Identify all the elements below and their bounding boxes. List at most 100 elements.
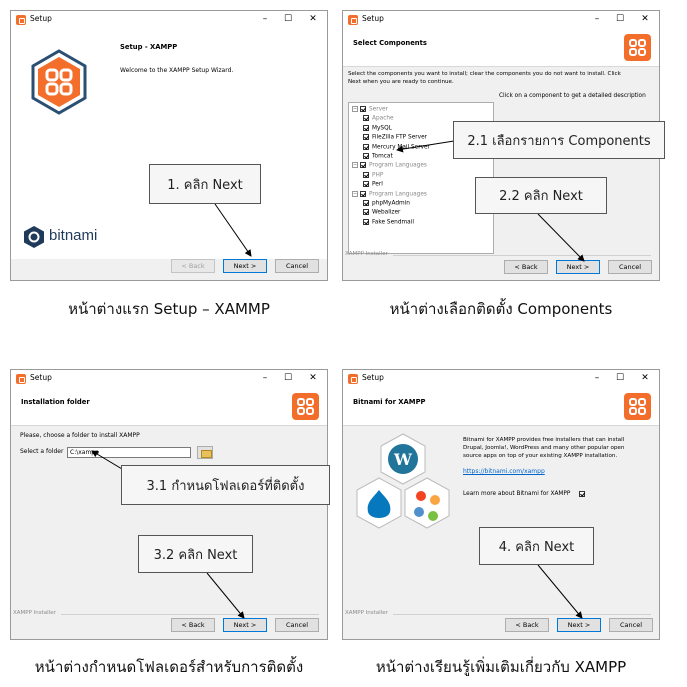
tree-expander-icon[interactable]: − xyxy=(352,162,358,169)
window-title: Setup xyxy=(362,373,384,382)
tree-item[interactable]: Webalizer xyxy=(363,209,400,216)
xampp-icon xyxy=(16,15,26,25)
back-button[interactable]: < Back xyxy=(504,260,548,274)
maximize-button[interactable]: ☐ xyxy=(283,14,293,24)
component-checkbox[interactable] xyxy=(363,171,369,178)
tree-item[interactable]: − Server xyxy=(352,106,388,113)
page-title: Installation folder xyxy=(21,398,90,406)
maximize-button[interactable]: ☐ xyxy=(615,373,625,383)
xampp-badge-icon xyxy=(624,34,651,61)
svg-text:W: W xyxy=(393,450,413,469)
xampp-badge-icon xyxy=(624,393,651,420)
component-checkbox[interactable] xyxy=(363,200,369,206)
folder-instructions: Please, choose a folder to install XAMPP xyxy=(20,432,140,439)
component-label: Server xyxy=(369,106,389,113)
xampp-icon xyxy=(348,374,358,384)
tree-item[interactable]: − Program Languages xyxy=(352,190,427,198)
setup-window-bitnami: Setup – ☐ ✕ Bitnami for XAMPP W xyxy=(342,369,660,640)
tree-item[interactable]: phpMyAdmin xyxy=(363,200,410,207)
tree-item[interactable]: Perl xyxy=(363,181,383,188)
tree-item[interactable]: Tomcat xyxy=(363,153,393,160)
bitnami-logo: bitnami xyxy=(23,225,113,249)
caption-window-2: หน้าต่างเลือกติดตั้ง Components xyxy=(389,300,613,318)
back-button[interactable]: < Back xyxy=(171,618,215,632)
cancel-button[interactable]: Cancel xyxy=(275,259,319,273)
close-button[interactable]: ✕ xyxy=(309,14,317,24)
browse-folder-button[interactable] xyxy=(197,446,213,459)
component-checkbox[interactable] xyxy=(360,190,366,197)
instructions-line-2: Next when you are ready to continue. xyxy=(348,79,454,85)
minimize-button[interactable]: – xyxy=(262,373,268,383)
minimize-button[interactable]: – xyxy=(594,14,600,24)
page-title: Setup - XAMPP xyxy=(120,43,178,51)
minimize-button[interactable]: – xyxy=(594,373,600,383)
app-hexagons-icon: W xyxy=(356,433,450,529)
wizard-header: Installation folder xyxy=(11,388,327,426)
component-label: Webalizer xyxy=(372,209,401,216)
component-checkbox[interactable] xyxy=(363,153,369,159)
close-button[interactable]: ✕ xyxy=(641,14,649,24)
callout-step-2-1: 2.1 เลือกรายการ Components xyxy=(453,121,665,159)
close-button[interactable]: ✕ xyxy=(309,373,317,383)
learn-more-label: Learn more about Bitnami for XAMPP xyxy=(463,491,571,497)
component-label: FileZilla FTP Server xyxy=(372,134,428,141)
component-checkbox[interactable] xyxy=(363,209,369,216)
cancel-button[interactable]: Cancel xyxy=(608,260,652,274)
component-label: Program Languages xyxy=(369,191,427,198)
callout-step-1: 1. คลิก Next xyxy=(149,164,261,204)
tree-item[interactable]: FileZilla FTP Server xyxy=(363,134,427,141)
tree-item[interactable]: PHP xyxy=(363,171,384,179)
component-checkbox[interactable] xyxy=(360,106,366,112)
bitnami-link[interactable]: https://bitnami.com/xampp xyxy=(463,468,545,475)
tree-item[interactable]: Mercury Mail Server xyxy=(363,143,430,151)
component-label: Mercury Mail Server xyxy=(372,144,430,151)
next-button[interactable]: Next > xyxy=(556,260,600,274)
component-label: Tomcat xyxy=(372,153,393,160)
tree-expander-icon[interactable]: − xyxy=(352,190,358,197)
caption-window-1: หน้าต่างแรก Setup – XAMMP xyxy=(68,300,270,318)
maximize-button[interactable]: ☐ xyxy=(283,373,293,383)
wizard-header: Bitnami for XAMPP xyxy=(343,388,659,426)
tree-item[interactable]: Fake Sendmail xyxy=(363,218,414,225)
title-bar: Setup – ☐ ✕ xyxy=(11,11,327,29)
next-button[interactable]: Next > xyxy=(223,618,267,632)
maximize-button[interactable]: ☐ xyxy=(615,14,625,24)
tree-item[interactable]: MySQL xyxy=(363,124,392,131)
back-button[interactable]: < Back xyxy=(505,618,549,632)
callout-step-3-1: 3.1 กำหนดโฟลเดอร์ที่ติดตั้ง xyxy=(121,465,330,505)
component-checkbox[interactable] xyxy=(363,143,369,150)
window-title: Setup xyxy=(30,373,52,382)
close-button[interactable]: ✕ xyxy=(641,373,649,383)
bitnami-description-1: Bitnami for XAMPP provides free installe… xyxy=(463,437,625,443)
folder-path-input[interactable]: C:\xampp xyxy=(67,447,191,458)
installer-footer: XAMPP Installer xyxy=(345,251,388,257)
xampp-logo-icon xyxy=(30,49,88,115)
next-button[interactable]: Next > xyxy=(223,259,267,273)
xampp-icon xyxy=(16,374,26,384)
footer-divider xyxy=(393,614,651,615)
component-checkbox[interactable] xyxy=(363,124,369,131)
xampp-icon xyxy=(348,15,358,25)
component-label: PHP xyxy=(372,172,384,179)
tree-item[interactable]: Apache xyxy=(363,115,394,122)
tree-expander-icon[interactable]: − xyxy=(352,106,358,112)
back-button[interactable]: < Back xyxy=(171,259,215,273)
folder-field-label: Select a folder xyxy=(20,448,64,455)
bitnami-icon xyxy=(24,226,44,248)
minimize-button[interactable]: – xyxy=(262,14,268,24)
learn-more-checkbox[interactable] xyxy=(579,491,585,497)
component-label: Apache xyxy=(372,115,394,122)
page-title: Select Components xyxy=(353,39,427,47)
component-checkbox[interactable] xyxy=(363,134,369,141)
tree-item[interactable]: − Program Languages xyxy=(352,162,427,169)
wizard-side-panel: bitnami xyxy=(11,29,111,259)
cancel-button[interactable]: Cancel xyxy=(275,618,319,632)
cancel-button[interactable]: Cancel xyxy=(609,618,653,632)
component-checkbox[interactable] xyxy=(363,115,369,122)
component-checkbox[interactable] xyxy=(360,162,366,169)
next-button[interactable]: Next > xyxy=(557,618,601,632)
component-checkbox[interactable] xyxy=(363,218,369,225)
footer-divider xyxy=(393,255,651,256)
component-checkbox[interactable] xyxy=(363,181,369,188)
component-label: Program Languages xyxy=(369,162,427,169)
